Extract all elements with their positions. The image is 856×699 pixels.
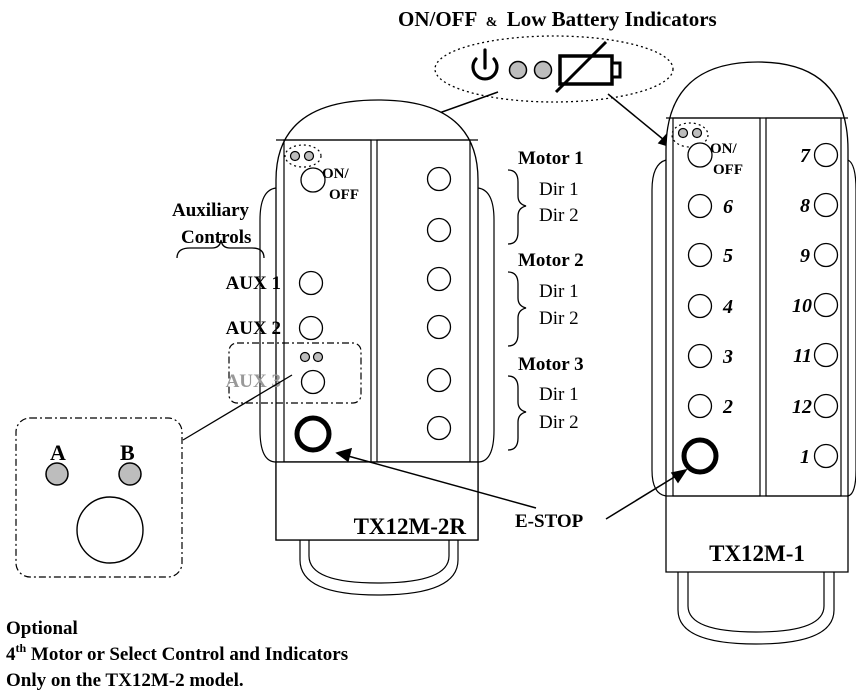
remote-tx12m-1: TX12M-1 ON/ OFF 6 5 4 3 2 7 8 — [651, 61, 856, 645]
motor-dir: Dir 1 — [539, 179, 579, 200]
aux2-button[interactable] — [298, 315, 324, 341]
motor1-dir2-button[interactable] — [426, 217, 452, 243]
indicator-b-label: B — [120, 440, 135, 465]
aux-label-optional: AUX 3 — [226, 371, 281, 392]
button-number: 8 — [800, 195, 810, 217]
aux3-indicator-a — [299, 351, 311, 363]
button-number: 5 — [723, 245, 733, 267]
aux-heading: Auxiliary — [172, 200, 250, 221]
indicator-callout — [434, 35, 674, 103]
button-number: 1 — [800, 446, 810, 468]
aux-heading: Controls — [181, 227, 251, 248]
aux1-button[interactable] — [298, 270, 324, 296]
motor-dir: Dir 2 — [539, 205, 579, 226]
footer-line-3: Only on the TX12M-2 model. — [6, 670, 244, 691]
power-icon — [471, 48, 499, 81]
motor2-dir1-button[interactable] — [426, 266, 452, 292]
aux-label: AUX 1 — [226, 273, 281, 294]
aux3-indicator-b — [312, 351, 324, 363]
optional-inset: A B — [15, 374, 293, 578]
motor3-dir2-button[interactable] — [426, 415, 452, 441]
indicator-b-dot — [118, 462, 142, 486]
button-3[interactable] — [687, 343, 713, 369]
power-label: OFF — [329, 187, 359, 203]
estop-arrows — [335, 447, 688, 520]
aux-brace — [176, 239, 265, 259]
power-indicator-dot — [677, 127, 689, 139]
button-number: 9 — [800, 245, 810, 267]
button-4[interactable] — [687, 293, 713, 319]
button-number: 7 — [800, 145, 811, 167]
button-8[interactable] — [813, 192, 839, 218]
button-number: 10 — [792, 295, 812, 317]
power-indicator-dot — [691, 127, 703, 139]
button-10[interactable] — [813, 292, 839, 318]
indicator-a-label: A — [50, 440, 66, 465]
button-5[interactable] — [687, 242, 713, 268]
estop-button-right[interactable] — [681, 437, 719, 475]
button-number: 2 — [722, 396, 733, 418]
button-2[interactable] — [687, 393, 713, 419]
motor-name: Motor 2 — [518, 250, 584, 271]
button-number: 12 — [792, 396, 812, 418]
power-indicator-dot — [303, 150, 315, 162]
power-indicator-dot — [289, 150, 301, 162]
power-button[interactable] — [300, 167, 326, 193]
low-battery-icon — [554, 40, 622, 94]
button-number: 11 — [793, 345, 812, 367]
aux3-button[interactable] — [300, 369, 326, 395]
button-11[interactable] — [813, 342, 839, 368]
footer-notes: Optional 4th Motor or Select Control and… — [6, 618, 348, 691]
estop-button-left[interactable] — [294, 415, 332, 453]
button-number: 6 — [723, 196, 733, 218]
power-button[interactable] — [687, 142, 713, 168]
model-label-tx12m-2r: TX12M-2R — [354, 514, 467, 539]
indicator-dot — [533, 60, 553, 80]
power-label: OFF — [713, 162, 743, 178]
button-12[interactable] — [813, 393, 839, 419]
model-label-tx12m-1: TX12M-1 — [709, 541, 805, 566]
motor1-dir1-button[interactable] — [426, 166, 452, 192]
indicator-dot — [508, 60, 528, 80]
footer-line-2: 4th Motor or Select Control and Indicato… — [6, 641, 348, 665]
motor-name: Motor 3 — [518, 354, 584, 375]
button-9[interactable] — [813, 242, 839, 268]
button-1[interactable] — [813, 443, 839, 469]
indicator-a-dot — [45, 462, 69, 486]
footer-line-1: Optional — [6, 618, 78, 639]
motor-dir: Dir 2 — [539, 412, 579, 433]
aux-label: AUX 2 — [226, 318, 281, 339]
estop-label: E-STOP — [515, 511, 584, 532]
motor-dir: Dir 2 — [539, 308, 579, 329]
motor-dir: Dir 1 — [539, 281, 579, 302]
aux-labels: Auxiliary Controls AUX 1 AUX 2 AUX 3 — [172, 200, 362, 404]
button-number: 3 — [722, 346, 733, 368]
indicators-title: ON/OFF & Low Battery Indicators — [398, 7, 717, 31]
power-label: ON/ — [322, 166, 350, 182]
motor2-dir2-button[interactable] — [426, 314, 452, 340]
button-7[interactable] — [813, 142, 839, 168]
power-label: ON/ — [710, 141, 738, 157]
select-button-large — [76, 496, 144, 564]
motor3-dir1-button[interactable] — [426, 367, 452, 393]
motor-labels: Motor 1 Dir 1 Dir 2 Motor 2 Dir 1 Dir 2 … — [507, 148, 584, 451]
motor-name: Motor 1 — [518, 148, 584, 169]
button-number: 4 — [722, 296, 733, 318]
button-6[interactable] — [687, 193, 713, 219]
remote-tx12m-2r: TX12M-2R ON/ OFF — [259, 99, 495, 596]
motor-dir: Dir 1 — [539, 384, 579, 405]
